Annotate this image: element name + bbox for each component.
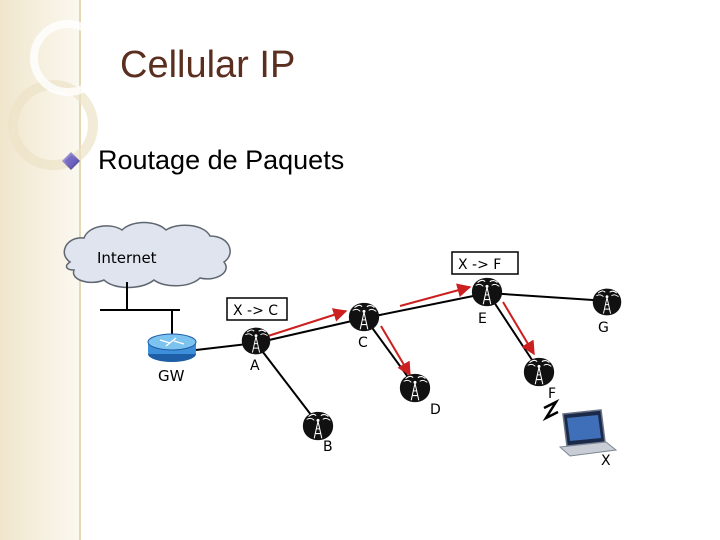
route-cache-f: X -> F [451,251,519,275]
bullet-item: Routage de Paquets [62,145,344,176]
wireless-signal-icon [542,398,560,422]
node-label-g: G [598,320,609,336]
node-label-f: F [548,386,556,402]
route-cache-f-text: X -> F [458,257,501,273]
cell-tower-icon [302,411,334,441]
node-label-b: B [323,439,333,455]
node-label-a: A [250,358,260,374]
router-icon [147,333,197,362]
node-label-e: E [478,311,487,327]
cell-tower-icon [523,357,555,387]
slide-title: Cellular IP [120,44,296,86]
cell-tower-icon [399,373,431,403]
packet-route-arrows [267,283,535,377]
node-label-d: D [430,402,441,418]
internet-label: Internet [97,249,157,267]
route-cache-c: X -> C [226,297,288,321]
decorative-swirl [30,20,106,96]
laptop-icon [558,409,618,457]
internet-cloud: Internet [63,221,231,289]
gateway-label: GW [158,367,185,385]
cell-tower-icon [241,327,271,355]
cell-tower-icon [592,288,622,316]
diamond-bullet-icon [62,151,80,170]
cell-tower-icon [471,277,503,307]
wired-backbone [100,282,180,338]
mobile-label: X [601,453,611,469]
route-cache-c-text: X -> C [233,303,278,319]
cell-tower-icon [348,302,380,332]
bullet-text: Routage de Paquets [98,145,345,175]
node-label-c: C [358,335,368,351]
